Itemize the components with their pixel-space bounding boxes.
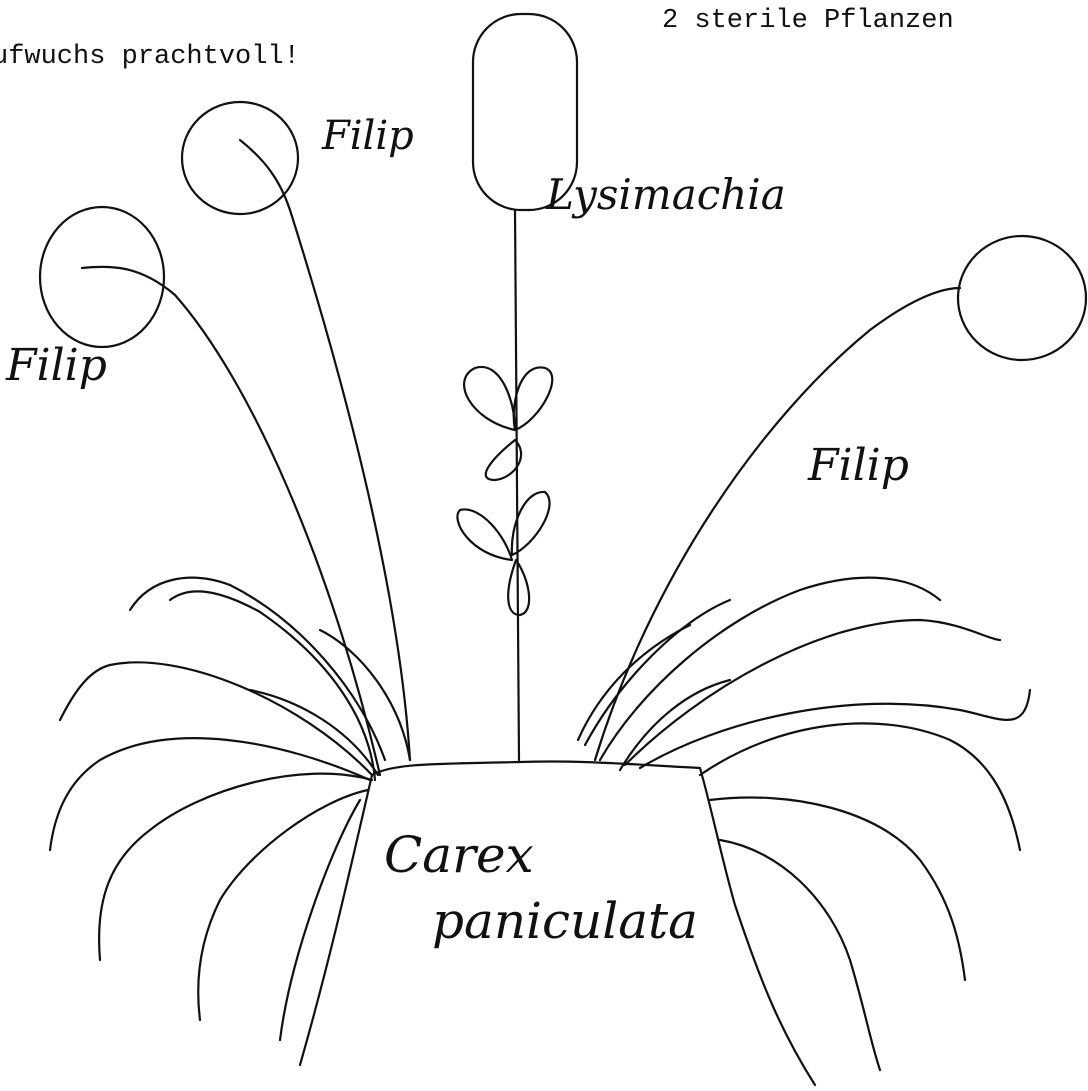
filip-flower-head-right: [958, 236, 1086, 360]
lysimachia-leaf: [464, 367, 515, 430]
note-sterile-plants: 2 sterile Pflanzen: [662, 8, 954, 35]
label-filip-right: Filip: [808, 444, 909, 488]
carex-leaf: [280, 800, 360, 1040]
carex-leaf: [700, 723, 1020, 850]
filip-flower-head-top: [182, 102, 298, 214]
carex-leaf: [625, 620, 1000, 765]
filip-stem-left: [82, 267, 380, 775]
carex-leaf: [710, 798, 965, 981]
carex-leaf: [720, 840, 880, 1070]
label-filip-left: Filip: [6, 344, 107, 388]
lysimachia-leaf: [514, 367, 553, 430]
carex-leaf: [600, 578, 940, 760]
label-filip-top: Filip: [322, 116, 414, 156]
note-growth: ufwuchs prachtvoll!: [0, 44, 300, 71]
lysimachia-stem: [515, 210, 519, 760]
carex-leaf: [640, 690, 1030, 768]
carex-leaf: [60, 662, 372, 775]
carex-leaf: [130, 578, 385, 760]
label-paniculata: paniculata: [432, 896, 698, 946]
filip-stem-right: [595, 288, 960, 760]
label-lysimachia: Lysimachia: [546, 174, 786, 216]
carex-leaf: [50, 738, 370, 850]
lysimachia-leaf: [457, 509, 512, 560]
filip-stem-top: [240, 140, 410, 760]
filip-flower-head-left: [40, 207, 164, 347]
label-carex: Carex: [384, 830, 534, 880]
carex-leaf: [99, 774, 372, 960]
